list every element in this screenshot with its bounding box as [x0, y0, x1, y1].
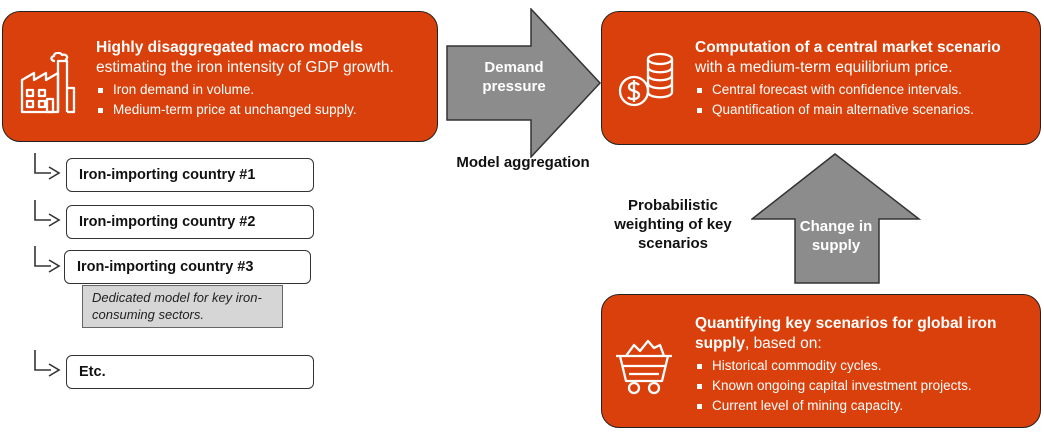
- change-in-supply-label: Change in supply: [799, 218, 873, 254]
- macro-model-text: Highly disaggregated macro models estima…: [96, 38, 431, 120]
- demand-pressure-label: Demand pressure: [482, 59, 546, 95]
- supply-scenario-heading: Quantifying key scenarios for global iro…: [695, 314, 1035, 354]
- country-box-etc: Etc.: [66, 355, 314, 389]
- central-scenario-bullets: Central forecast with confidence interva…: [695, 80, 1035, 120]
- bullet-item: Historical commodity cycles.: [695, 356, 1035, 376]
- supply-scenario-bullets: Historical commodity cycles. Known ongoi…: [695, 356, 1035, 416]
- supply-scenario-subtitle: , based on:: [744, 335, 822, 352]
- macro-model-box: Highly disaggregated macro models estima…: [2, 11, 438, 142]
- country-box-2: Iron-importing country #2: [66, 205, 314, 239]
- model-aggregation-label: Model aggregation: [456, 154, 590, 171]
- change-in-supply-arrow: [751, 153, 921, 284]
- bullet-item: Central forecast with confidence interva…: [695, 80, 1035, 100]
- central-scenario-box: Computation of a central market scenario…: [601, 11, 1041, 145]
- connector-arrow-icon: [34, 200, 61, 227]
- country-box-3: Iron-importing country #3: [64, 250, 311, 284]
- macro-model-bullets: Iron demand in volume. Medium-term price…: [96, 80, 431, 120]
- macro-model-title: Highly disaggregated macro models: [96, 39, 364, 56]
- bullet-item: Quantification of main alternative scena…: [695, 100, 1035, 120]
- connector-arrow-icon: [34, 153, 61, 180]
- connector-arrow-icon: [34, 246, 61, 273]
- central-scenario-text: Computation of a central market scenario…: [695, 38, 1035, 120]
- country-box-1: Iron-importing country #1: [66, 158, 314, 192]
- factory-icon: [19, 51, 77, 119]
- supply-scenario-box: Quantifying key scenarios for global iro…: [601, 294, 1041, 428]
- supply-scenario-text: Quantifying key scenarios for global iro…: [695, 314, 1035, 416]
- dedicated-model-note: Dedicated model for key iron-consuming s…: [82, 285, 283, 328]
- supply-scenario-title: Quantifying key scenarios for global iro…: [695, 315, 997, 352]
- coins-dollar-icon: [616, 52, 678, 115]
- macro-model-subtitle: estimating the iron intensity of GDP gro…: [96, 59, 394, 76]
- bullet-item: Medium-term price at unchanged supply.: [96, 100, 431, 120]
- probabilistic-weighting-label: Probabilistic weighting of key scenarios: [614, 197, 732, 252]
- mining-cart-icon: [614, 337, 674, 400]
- bullet-item: Current level of mining capacity.: [695, 396, 1035, 416]
- central-scenario-subtitle: with a medium-term equilibrium price.: [695, 59, 953, 76]
- central-scenario-title: Computation of a central market scenario: [695, 39, 1001, 56]
- demand-pressure-arrow: [446, 8, 602, 158]
- bullet-item: Iron demand in volume.: [96, 80, 431, 100]
- bullet-item: Known ongoing capital investment project…: [695, 376, 1035, 396]
- connector-arrow-icon: [34, 350, 61, 377]
